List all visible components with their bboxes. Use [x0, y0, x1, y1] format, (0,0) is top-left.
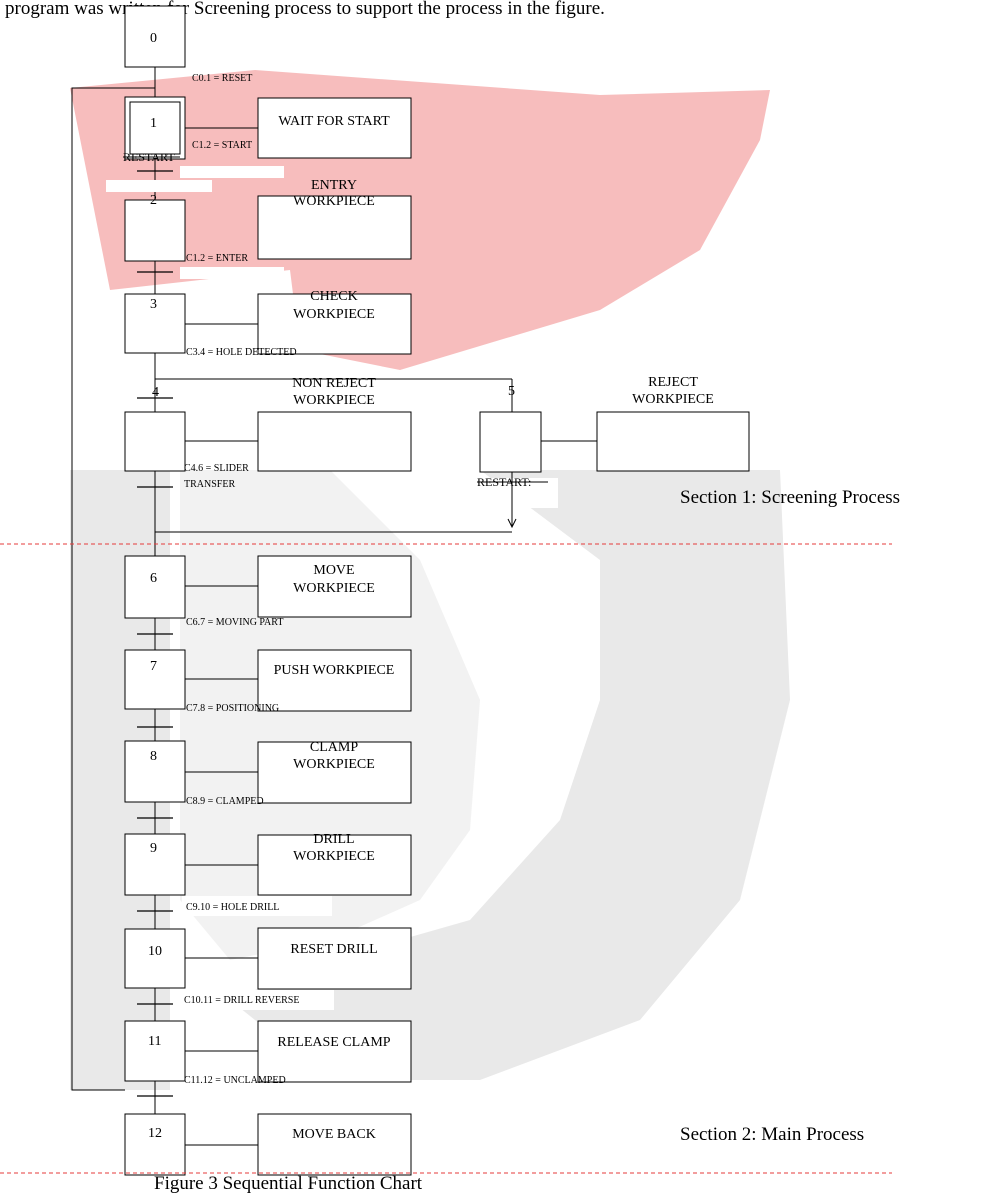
branch-5-arrowhead: [507, 518, 517, 529]
action-1-text: WAIT FOR START: [278, 114, 390, 129]
figure-caption: Figure 3 Sequential Function Chart: [154, 1173, 423, 1193]
white-mask-6: [182, 990, 334, 1010]
action-9-box: [257, 834, 412, 896]
transition-2-label: C1.2 = ENTER: [186, 253, 248, 264]
step-7-number: 7: [150, 659, 157, 674]
transition-11-label: C11.12 = UNCLAMPED: [184, 1075, 286, 1086]
step-10-number: 10: [148, 944, 162, 959]
transition-10-label: C10.11 = DRILL REVERSE: [184, 995, 299, 1006]
step-3-box: [124, 293, 186, 354]
transition-1-label: C1.2 = START: [192, 140, 252, 151]
step-5-number: 5: [508, 384, 515, 399]
transition-0-label: C0.1 = RESET: [192, 73, 252, 84]
section-2-label: Section 2: Main Process: [680, 1124, 864, 1145]
section-1-label: Section 1: Screening Process: [680, 487, 900, 508]
action-2-text-line1: ENTRY: [311, 178, 357, 193]
action-8-text-line2: WORKPIECE: [293, 757, 375, 772]
action-4-text-line2: WORKPIECE: [293, 393, 375, 408]
action-11-box: [257, 1020, 412, 1083]
step-8-number: 8: [150, 749, 157, 764]
action-2-box: [257, 195, 412, 260]
step-9-number: 9: [150, 841, 157, 856]
action-6-text-line1: MOVE: [313, 563, 354, 578]
white-mask-2: [106, 180, 212, 192]
action-10-text: RESET DRILL: [290, 942, 377, 957]
action-3-text-line1: CHECK: [310, 289, 357, 304]
transition-7-label: C7.8 = POSITIONING: [186, 703, 279, 714]
transition-6-label: C6.7 = MOVING PART: [186, 617, 283, 628]
header-text: program was written for Screening proces…: [5, 0, 605, 19]
action-3-box: [257, 293, 412, 355]
action-2-text-line2: WORKPIECE: [293, 194, 375, 209]
step-8-box: [124, 740, 186, 803]
step-2-box: [124, 199, 186, 262]
step-5-box: [479, 411, 542, 473]
transition-3-label: C3.4 = HOLE DETECTED: [186, 347, 297, 358]
step-7-box: [124, 649, 186, 710]
step-1-number: 1: [150, 116, 157, 131]
action-8-box: [257, 741, 412, 804]
action-12-text: MOVE BACK: [292, 1127, 376, 1142]
step-10-box: [124, 928, 186, 989]
transition-9-label: C9.10 = HOLE DRILL: [186, 902, 279, 913]
step-6-number: 6: [150, 571, 157, 586]
action-12-box: [257, 1113, 412, 1176]
step-3-number: 3: [150, 297, 157, 312]
white-mask-1: [180, 166, 284, 178]
action-6-box: [257, 555, 412, 618]
step-0-number: 0: [150, 31, 157, 46]
action-5-text-line1: REJECT: [648, 375, 698, 390]
action-8-text-line1: CLAMP: [310, 740, 358, 755]
step-1-box: [124, 96, 186, 160]
action-9-text-line1: DRILL: [313, 832, 354, 847]
transition-8-label: C8.9 = CLAMPED: [186, 796, 264, 807]
white-mask-5: [182, 896, 332, 916]
action-4-box: [257, 411, 412, 472]
action-10-box: [257, 927, 412, 990]
transition-4-label-line1: C4.6 = SLIDER: [184, 463, 249, 474]
return-loop-line: [71, 87, 155, 1091]
action-1-box: [257, 97, 412, 159]
action-5-box: [596, 411, 750, 472]
white-mask-3: [180, 267, 284, 279]
action-4-text-line1: NON REJECT: [292, 376, 376, 391]
step-1-inner-box: [129, 101, 181, 155]
step-11-number: 11: [148, 1034, 161, 1049]
step-12-box: [124, 1113, 186, 1176]
action-5-text-line2: WORKPIECE: [632, 392, 714, 407]
action-11-text: RELEASE CLAMP: [277, 1035, 390, 1050]
action-7-box: [257, 649, 412, 712]
step-0-box: [124, 5, 186, 68]
step-2-number: 2: [150, 193, 157, 208]
action-9-text-line2: WORKPIECE: [293, 849, 375, 864]
step-6-box: [124, 555, 186, 619]
step-12-number: 12: [148, 1126, 162, 1141]
step-11-box: [124, 1020, 186, 1082]
watermark-red-shape: [70, 70, 770, 370]
transition-4-label-line2: TRANSFER: [184, 479, 235, 490]
action-3-text-line2: WORKPIECE: [293, 307, 375, 322]
step-4-box: [124, 411, 186, 472]
watermark-gray-shape-right: [230, 470, 790, 1080]
action-7-text: PUSH WORKPIECE: [274, 663, 395, 678]
white-mask-4: [478, 478, 558, 508]
step-4-number: 4: [152, 385, 159, 400]
action-6-text-line2: WORKPIECE: [293, 581, 375, 596]
